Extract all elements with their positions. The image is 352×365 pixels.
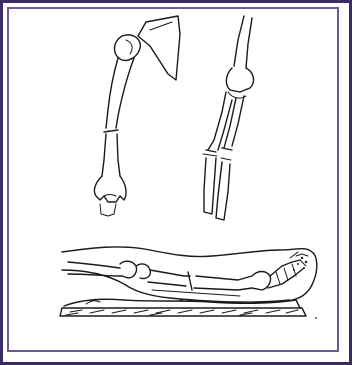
leg-on-splint-drawing (60, 247, 317, 319)
humerus-fracture-drawing (94, 16, 180, 216)
forearm-fracture-drawing (203, 16, 253, 220)
